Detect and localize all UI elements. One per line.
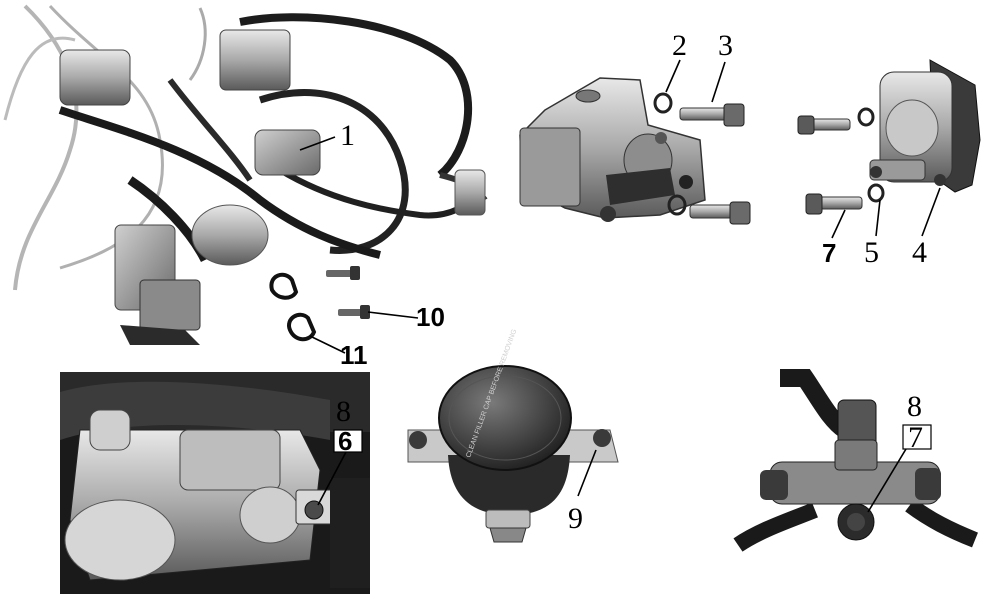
callout-7a-leader bbox=[831, 209, 846, 239]
callout-2-leader bbox=[665, 59, 681, 93]
callout-10-leader bbox=[367, 311, 419, 319]
tee-junction-photo-panel: 8 7 bbox=[733, 369, 978, 552]
callout-1-leader bbox=[299, 136, 336, 151]
callout-9: 9 bbox=[568, 502, 583, 535]
callout-8a-leader bbox=[317, 451, 347, 506]
callout-11-leader bbox=[309, 335, 346, 354]
callout-1: 1 bbox=[340, 119, 355, 152]
callout-3-leader bbox=[711, 61, 726, 103]
callout-7b: 7 bbox=[908, 421, 923, 454]
callout-11: 11 bbox=[340, 340, 368, 370]
callout-8a: 8 bbox=[336, 395, 351, 428]
callout-9-leader bbox=[577, 449, 597, 497]
callout-2: 2 bbox=[672, 29, 687, 62]
callout-6: 6 bbox=[338, 426, 352, 456]
callout-7b-box bbox=[902, 424, 932, 450]
callout-6-box bbox=[333, 429, 363, 453]
callout-7a: 7 bbox=[822, 238, 836, 268]
callout-8b: 8 bbox=[907, 390, 922, 423]
master-cylinder-photo-panel: 8 6 bbox=[60, 372, 370, 594]
caliper-panel: 2 3 bbox=[519, 29, 751, 225]
caliper-bracket-panel: 7 5 4 bbox=[797, 59, 981, 269]
reservoir-cap-panel: CLEAN FILLER CAP BEFORE REMOVING 9 bbox=[407, 328, 619, 543]
callout-4: 4 bbox=[912, 236, 927, 269]
callout-3: 3 bbox=[718, 29, 733, 62]
callout-5: 5 bbox=[864, 236, 879, 269]
callout-8b-leader bbox=[867, 448, 907, 513]
callout-4-leader bbox=[921, 187, 941, 237]
callout-10: 10 bbox=[416, 302, 445, 332]
callout-5-leader bbox=[875, 199, 881, 237]
harness-assembly-panel: 1 10 11 bbox=[3, 4, 488, 370]
